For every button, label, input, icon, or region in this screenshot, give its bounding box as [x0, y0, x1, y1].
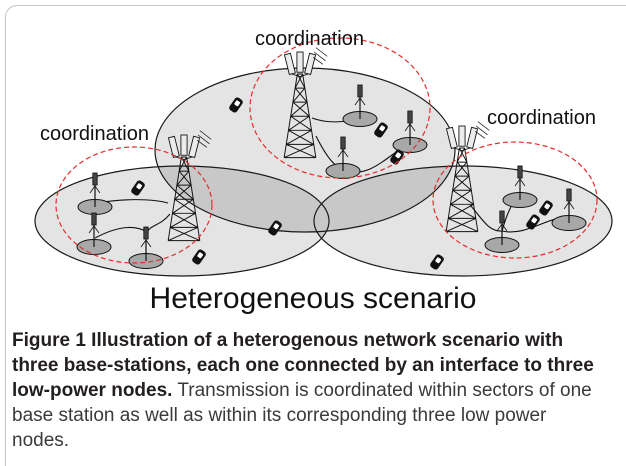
coordination-label-right: coordination: [487, 107, 596, 129]
caption-line: Figure 1 Illustration of a heterogenous …: [12, 328, 618, 353]
caption-regular-text: nodes.: [12, 430, 70, 451]
coordination-area-right: [432, 141, 598, 259]
caption-line: nodes.: [12, 428, 618, 453]
caption-line: three base-stations, each one connected …: [12, 353, 618, 378]
caption-regular-text: base station as well as within its corre…: [12, 405, 547, 426]
figure-caption: Figure 1 Illustration of a heterogenous …: [12, 328, 618, 453]
coordination-areas: [55, 37, 598, 264]
coordination-label-left: coordination: [40, 123, 149, 145]
caption-bold-text: three base-stations, each one connected …: [12, 355, 594, 376]
interface-link: [94, 227, 148, 239]
cell-overlap: [314, 166, 455, 232]
caption-bold-text: Figure 1 Illustration of a heterogenous …: [12, 330, 564, 351]
caption-regular-text: Transmission is coordinated within secto…: [177, 380, 592, 401]
coordination-area-top: [249, 37, 431, 179]
figure-frame: [5, 5, 626, 466]
caption-bold-text: low-power nodes.: [12, 380, 173, 401]
caption-line: base station as well as within its corre…: [12, 403, 618, 428]
caption-line: low-power nodes. Transmission is coordin…: [12, 378, 618, 403]
heterogeneous-network-diagram: coordination coordination coordination: [34, 28, 613, 277]
coordination-label-top: coordination: [255, 28, 364, 50]
scenario-title: Heterogeneous scenario: [149, 282, 477, 315]
cell-overlap: [155, 166, 329, 232]
interface-link: [469, 204, 503, 232]
coordination-area-left: [55, 146, 213, 264]
coverage-cells: [34, 67, 613, 277]
